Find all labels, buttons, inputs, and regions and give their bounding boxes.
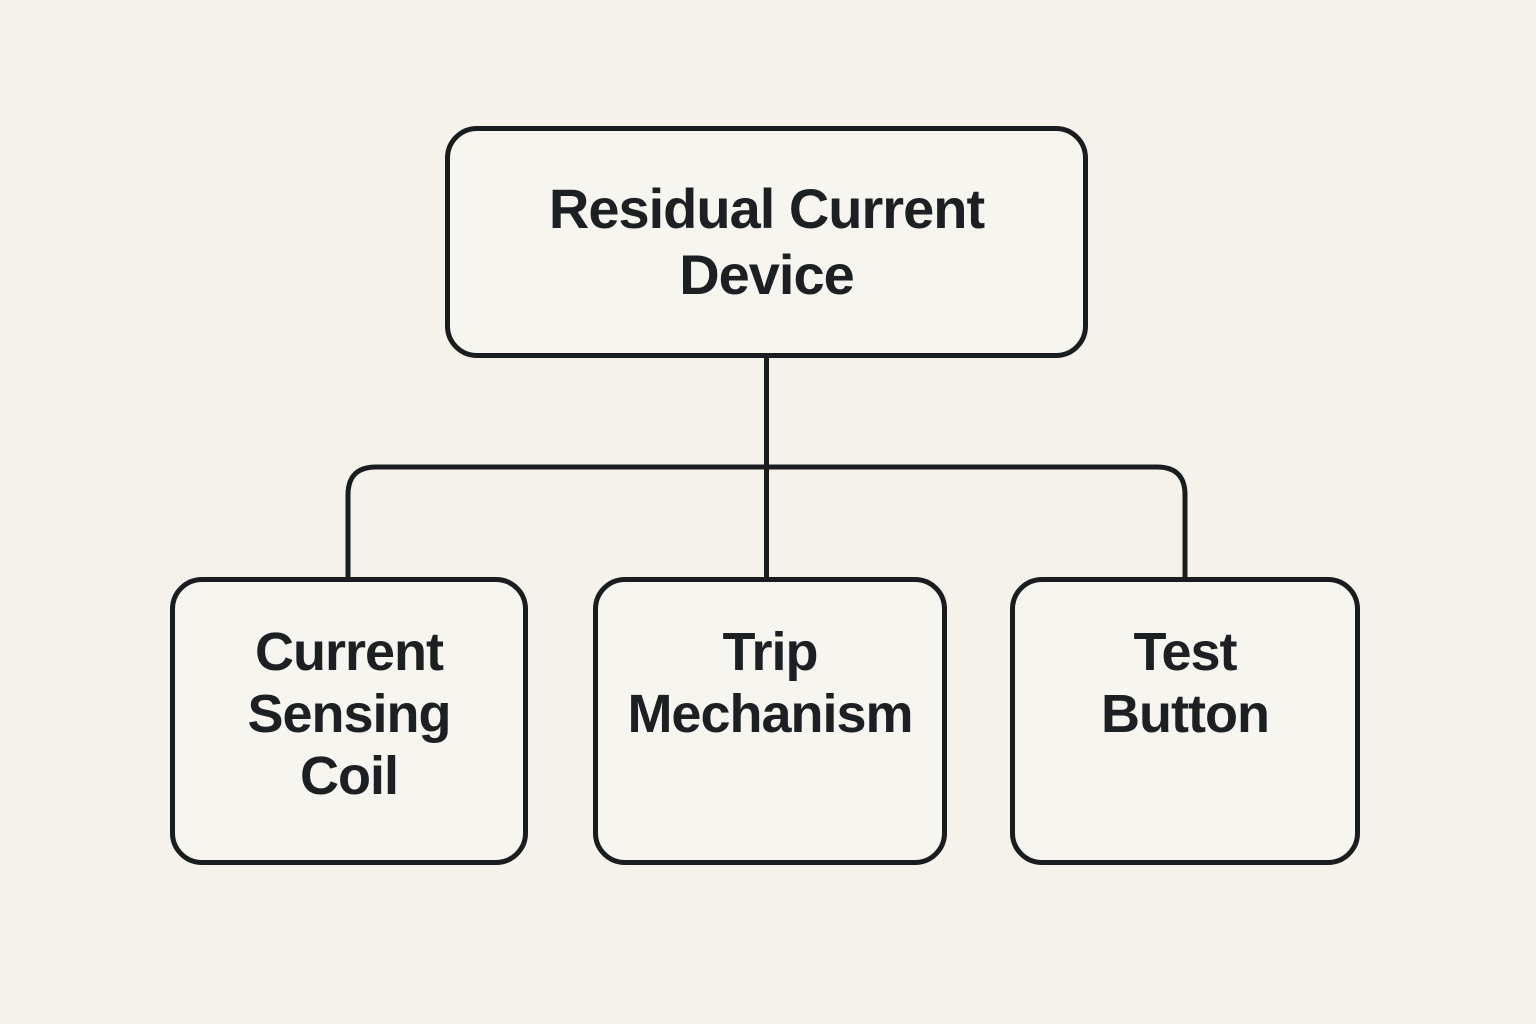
node-trip-mechanism: Trip Mechanism: [593, 577, 947, 865]
node-current-sensing-coil: Current Sensing Coil: [170, 577, 528, 865]
node-residual-current-device: Residual Current Device: [445, 126, 1088, 358]
connector-bus-to-outer-children: [345, 464, 1188, 577]
node-label: Trip Mechanism: [627, 622, 913, 744]
node-label: Test Button: [1101, 622, 1270, 744]
node-label: Residual Current Device: [548, 177, 985, 306]
node-test-button: Test Button: [1010, 577, 1360, 865]
node-label: Current Sensing Coil: [247, 622, 451, 806]
